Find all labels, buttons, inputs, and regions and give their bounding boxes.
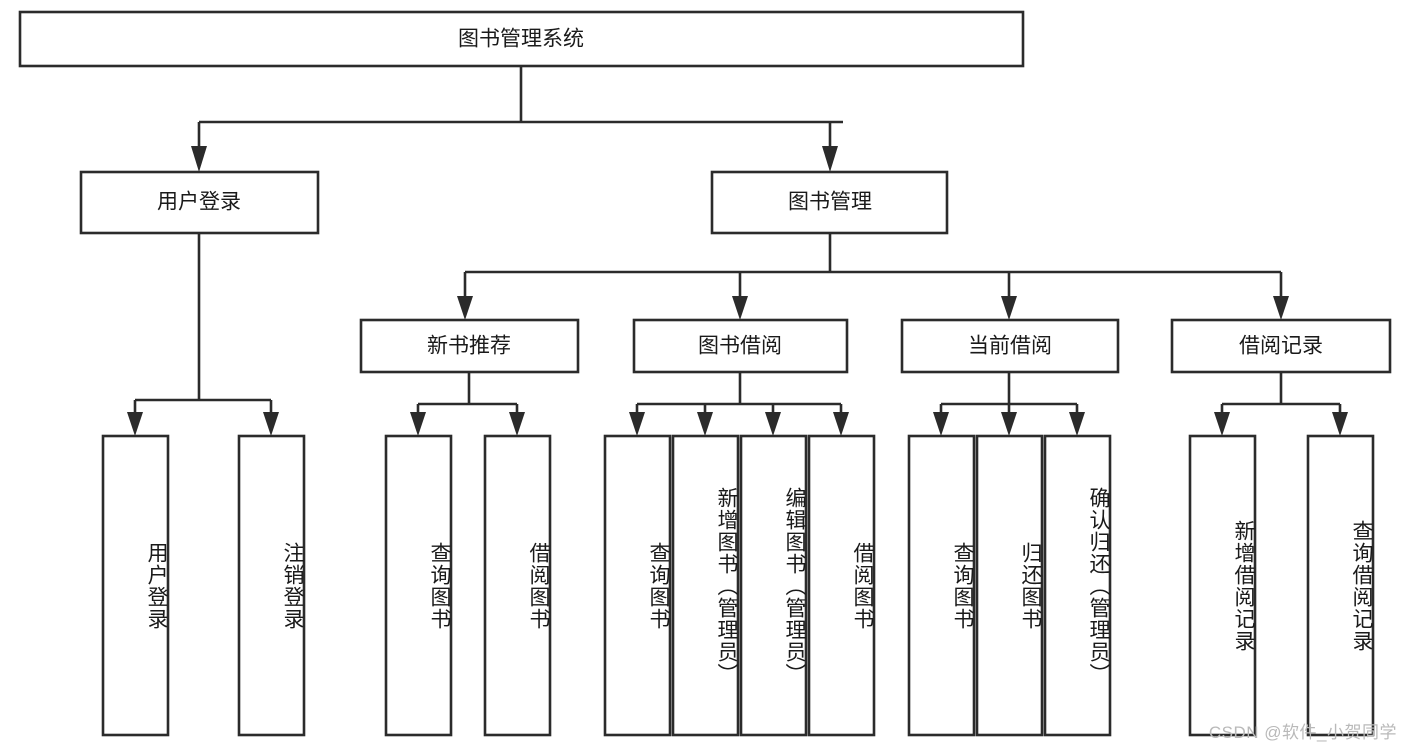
arrow-head-cb-leaf-1 [933,412,949,436]
leaf-box-current-borrow-2[interactable] [975,434,1044,737]
arrow-head-br-leaf-1 [1214,412,1230,436]
node-current-borrow-label: 当前借阅 [968,335,1052,358]
node-book-manage-box [710,170,949,235]
node-borrow-record-box [1170,318,1392,374]
csdn-watermark: CSDN @软件_小贺同学 [1208,723,1397,742]
node-current-borrow[interactable]: 当前借阅 [900,318,1120,374]
arrow-head-to-current-borrow [1001,296,1017,320]
leaf-box-new-book-2[interactable] [483,434,552,737]
arrow-head-to-book-manage [822,146,838,172]
connector-borrowrecord-to-leaves [1214,372,1348,436]
arrow-head-ul-leaf-2 [263,412,279,436]
leaf-box-book-borrow-4[interactable] [807,434,876,737]
leaf-box-borrow-record-2[interactable] [1306,434,1375,737]
arrow-head-cb-leaf-3 [1069,412,1085,436]
arrow-head-bb-leaf-1 [629,412,645,436]
node-book-borrow-box [632,318,849,374]
arrow-head-to-new-book [457,296,473,320]
leaf-box-borrow-record-1[interactable] [1188,434,1257,737]
connector-bookborrow-to-leaves [629,372,849,436]
arrow-head-to-borrow-record [1273,296,1289,320]
arrow-head-to-book-borrow [732,296,748,320]
leaf-box-book-borrow-1[interactable] [603,434,672,737]
leaf-box-new-book-1[interactable] [384,434,453,737]
node-book-borrow[interactable]: 图书借阅 [632,318,849,374]
arrow-head-bb-leaf-2 [697,412,713,436]
arrow-head-nb-leaf-2 [509,412,525,436]
leaf-box-book-borrow-3[interactable] [739,434,808,737]
connector-root-to-level2 [191,66,843,172]
node-root-system-box [18,10,1025,68]
node-book-manage[interactable]: 图书管理 [710,170,949,235]
node-borrow-record-label: 借阅记录 [1239,335,1323,358]
connector-currentborrow-to-leaves [933,372,1085,436]
arrow-head-ul-leaf-1 [127,412,143,436]
arrow-head-cb-leaf-2 [1001,412,1017,436]
leaf-box-user-login-2[interactable] [237,434,306,737]
leaf-box-current-borrow-1[interactable] [907,434,976,737]
node-user-login-label: 用户登录 [157,191,241,214]
node-current-borrow-box [900,318,1120,374]
arrow-head-to-user-login [191,146,207,172]
arrow-head-nb-leaf-1 [410,412,426,436]
node-user-login[interactable]: 用户登录 [79,170,320,235]
node-root-system-label: 图书管理系统 [458,28,584,51]
connector-bookmanage-to-level3 [457,233,1289,320]
node-borrow-record[interactable]: 借阅记录 [1170,318,1392,374]
node-new-book-recommend-label: 新书推荐 [427,335,511,358]
arrow-head-bb-leaf-3 [765,412,781,436]
node-new-book-recommend-box [359,318,580,374]
connector-userlogin-to-leaves [127,233,279,436]
arrow-head-bb-leaf-4 [833,412,849,436]
leaf-box-user-login-1[interactable] [101,434,170,737]
node-new-book-recommend[interactable]: 新书推荐 [359,318,580,374]
arrow-head-br-leaf-2 [1332,412,1348,436]
node-root-system[interactable]: 图书管理系统 [18,10,1025,68]
node-user-login-box [79,170,320,235]
node-book-manage-label: 图书管理 [788,191,872,214]
leaf-box-book-borrow-2[interactable] [671,434,740,737]
node-book-borrow-label: 图书借阅 [698,335,782,358]
connector-newbook-to-leaves [410,372,525,436]
leaf-box-current-borrow-3[interactable] [1043,434,1112,737]
